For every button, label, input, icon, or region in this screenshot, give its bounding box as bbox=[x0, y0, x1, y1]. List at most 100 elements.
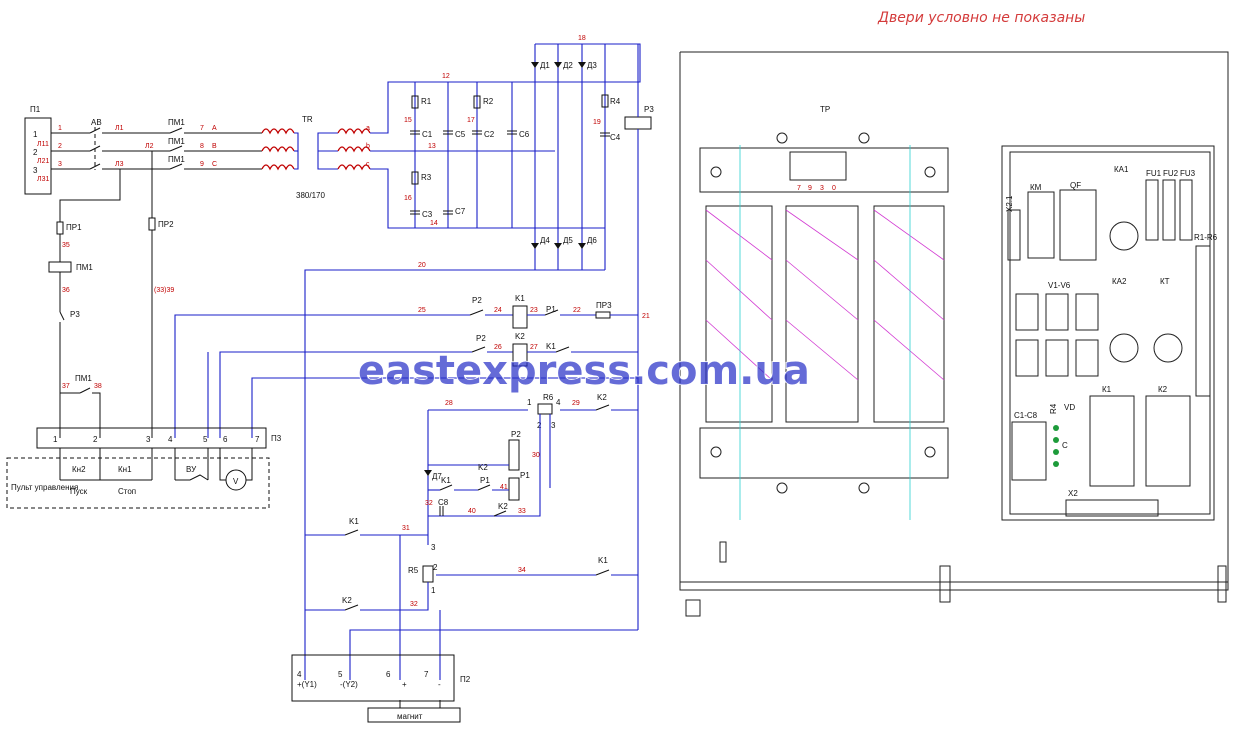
svg-text:3: 3 bbox=[551, 421, 556, 430]
svg-text:Л3: Л3 bbox=[115, 161, 124, 168]
svg-text:37: 37 bbox=[62, 383, 70, 390]
svg-text:P3: P3 bbox=[644, 105, 654, 114]
svg-text:ВУ: ВУ bbox=[186, 465, 197, 474]
svg-text:b: b bbox=[366, 143, 370, 150]
svg-text:К1: К1 bbox=[1102, 385, 1112, 394]
svg-text:-(Y2): -(Y2) bbox=[340, 680, 358, 689]
svg-text:21: 21 bbox=[642, 313, 650, 320]
svg-text:П2: П2 bbox=[460, 675, 471, 684]
svg-text:R5: R5 bbox=[408, 566, 419, 575]
svg-text:R1-R6: R1-R6 bbox=[1194, 233, 1218, 242]
svg-text:ПР3: ПР3 bbox=[596, 301, 612, 310]
svg-text:15: 15 bbox=[404, 117, 412, 124]
svg-text:FU3: FU3 bbox=[1180, 169, 1196, 178]
magnet-label: магнит bbox=[397, 712, 423, 721]
svg-text:20: 20 bbox=[418, 262, 426, 269]
svg-text:28: 28 bbox=[445, 400, 453, 407]
svg-text:V1-V6: V1-V6 bbox=[1048, 281, 1071, 290]
svg-text:36: 36 bbox=[62, 287, 70, 294]
svg-text:Кн2: Кн2 bbox=[72, 465, 86, 474]
svg-text:7: 7 bbox=[797, 185, 801, 192]
svg-text:ПМ1: ПМ1 bbox=[168, 155, 185, 164]
svg-text:38: 38 bbox=[94, 383, 102, 390]
ratio-label: 380/170 bbox=[296, 191, 325, 200]
svg-text:13: 13 bbox=[428, 143, 436, 150]
svg-text:35: 35 bbox=[62, 242, 70, 249]
svg-text:C8: C8 bbox=[438, 498, 449, 507]
svg-text:(33)39: (33)39 bbox=[154, 287, 174, 294]
svg-text:8: 8 bbox=[200, 143, 204, 150]
svg-text:26: 26 bbox=[494, 344, 502, 351]
svg-text:V: V bbox=[233, 477, 239, 486]
svg-text:R3: R3 bbox=[421, 173, 432, 182]
svg-text:Кн1: Кн1 bbox=[118, 465, 132, 474]
transformer-tr: TR 380/170 a b c bbox=[261, 115, 371, 200]
svg-text:FU2: FU2 bbox=[1163, 169, 1179, 178]
svg-text:3: 3 bbox=[33, 166, 38, 175]
phase-lines: 1 2 3 АВ Л1 Л2 Л3 ПМ1 ПМ1 ПМ1 7 8 9 A B … bbox=[51, 118, 262, 170]
svg-text:ПМ1: ПМ1 bbox=[168, 137, 185, 146]
svg-text:C: C bbox=[212, 161, 217, 168]
svg-text:K2: K2 bbox=[478, 463, 488, 472]
svg-text:FU1: FU1 bbox=[1146, 169, 1162, 178]
svg-text:X2: X2 bbox=[1068, 489, 1078, 498]
svg-text:C6: C6 bbox=[519, 130, 530, 139]
svg-text:R4: R4 bbox=[610, 97, 621, 106]
svg-text:25: 25 bbox=[418, 307, 426, 314]
svg-text:29: 29 bbox=[572, 400, 580, 407]
svg-text:Д3: Д3 bbox=[587, 61, 597, 70]
svg-text:1: 1 bbox=[527, 398, 532, 407]
svg-text:2: 2 bbox=[433, 563, 438, 572]
filter-network: R1 R3 R2 C1 C5 C2 C6 C3 C7 12 13 14 15 1… bbox=[370, 35, 654, 630]
svg-text:17: 17 bbox=[467, 117, 475, 124]
svg-text:33: 33 bbox=[518, 508, 526, 515]
svg-text:K2: K2 bbox=[342, 596, 352, 605]
terminal-block-p2: П2 4 +(Y1) 5 -(Y2) 6 + 7 - магнит bbox=[291, 654, 471, 723]
svg-text:12: 12 bbox=[442, 73, 450, 80]
svg-text:Пульт управления: Пульт управления bbox=[11, 483, 78, 492]
svg-text:П3: П3 bbox=[271, 434, 282, 443]
svg-text:23: 23 bbox=[530, 307, 538, 314]
svg-text:Л2: Л2 bbox=[145, 143, 154, 150]
svg-text:+(Y1): +(Y1) bbox=[297, 680, 317, 689]
svg-text:Пуск: Пуск bbox=[70, 487, 88, 496]
svg-text:С1-С8: С1-С8 bbox=[1014, 411, 1038, 420]
svg-text:КА2: КА2 bbox=[1112, 277, 1127, 286]
svg-text:2: 2 bbox=[33, 148, 38, 157]
svg-text:P2: P2 bbox=[476, 334, 486, 343]
svg-text:ПР1: ПР1 bbox=[66, 223, 82, 232]
svg-text:9: 9 bbox=[200, 161, 204, 168]
svg-text:5: 5 bbox=[338, 670, 343, 679]
svg-text:R2: R2 bbox=[483, 97, 494, 106]
svg-text:ПМ1: ПМ1 bbox=[75, 374, 92, 383]
svg-text:Д1: Д1 bbox=[540, 61, 550, 70]
svg-text:3: 3 bbox=[820, 185, 824, 192]
svg-text:41: 41 bbox=[500, 484, 508, 491]
svg-text:P2: P2 bbox=[472, 296, 482, 305]
svg-text:1: 1 bbox=[53, 435, 58, 444]
svg-text:3: 3 bbox=[431, 543, 436, 552]
svg-text:4: 4 bbox=[168, 435, 173, 444]
svg-text:18: 18 bbox=[578, 35, 586, 42]
svg-text:K1: K1 bbox=[349, 517, 359, 526]
svg-text:+: + bbox=[402, 680, 407, 689]
net-20: 20 bbox=[304, 262, 605, 680]
svg-text:A: A bbox=[212, 125, 217, 132]
svg-text:a: a bbox=[366, 125, 370, 132]
svg-text:Д5: Д5 bbox=[563, 236, 573, 245]
svg-text:Стоп: Стоп bbox=[118, 487, 136, 496]
svg-text:K1: K1 bbox=[546, 342, 556, 351]
svg-text:7: 7 bbox=[255, 435, 260, 444]
svg-text:14: 14 bbox=[430, 220, 438, 227]
svg-text:P1: P1 bbox=[520, 471, 530, 480]
svg-text:5: 5 bbox=[203, 435, 208, 444]
svg-text:P1: P1 bbox=[546, 305, 556, 314]
svg-text:Л21: Л21 bbox=[37, 158, 49, 165]
svg-text:ПМ1: ПМ1 bbox=[76, 263, 93, 272]
svg-text:3: 3 bbox=[146, 435, 151, 444]
svg-text:R4: R4 bbox=[1049, 403, 1058, 414]
svg-text:6: 6 bbox=[386, 670, 391, 679]
terminal-block-p1: П1 1 Л11 2 Л21 3 Л31 bbox=[24, 105, 52, 195]
svg-text:C7: C7 bbox=[455, 207, 466, 216]
